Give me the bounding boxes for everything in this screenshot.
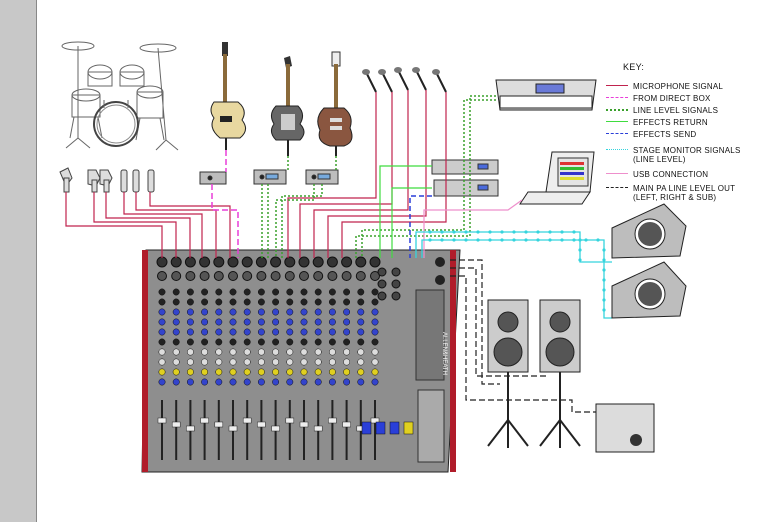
key-swatch — [606, 149, 628, 150]
direct-box-cables — [211, 150, 239, 258]
keyboard-icon — [495, 79, 597, 111]
main-pa-cables — [450, 259, 600, 413]
key-label: FROM DIRECT BOX — [633, 94, 711, 103]
direct-box-icon — [199, 169, 339, 185]
key-swatch — [606, 187, 628, 188]
stage-monitor-icon — [611, 203, 687, 319]
mixing-console: ALLEN&HEATH — [141, 249, 461, 473]
key-label: EFFECTS RETURN — [633, 118, 708, 127]
microphone-signal-cables — [65, 90, 447, 258]
key-label: STAGE MONITOR SIGNALS (LINE LEVEL) — [633, 146, 741, 164]
key-label: USB CONNECTION — [633, 170, 709, 179]
key-swatch — [606, 121, 628, 122]
key-label: EFFECTS SEND — [633, 130, 697, 139]
mixer-brand-label: ALLEN&HEATH — [441, 332, 447, 375]
key-swatch — [606, 173, 628, 174]
key-swatch — [606, 97, 628, 98]
stage-monitor-cables — [415, 231, 612, 319]
rack-effects-icon — [431, 159, 499, 197]
key-swatch — [606, 109, 628, 111]
key-swatch — [606, 85, 628, 86]
effects-send-cables — [409, 195, 432, 258]
key-label: MAIN PA LINE LEVEL OUT (LEFT, RIGHT & SU… — [633, 184, 736, 202]
effects-return-cables — [379, 165, 432, 258]
usb-connection-cable — [423, 199, 523, 258]
laptop-icon — [519, 151, 595, 205]
electric-guitar-icon — [270, 56, 305, 156]
line-level-cables — [261, 95, 496, 258]
drum-mic-icon — [59, 167, 155, 193]
key-label: MICROPHONE SIGNAL — [633, 82, 724, 91]
key-title: KEY: — [623, 62, 645, 72]
left-margin-bar — [0, 0, 37, 522]
les-paul-guitar-icon — [317, 51, 353, 156]
bass-guitar-icon — [210, 42, 246, 150]
key-label: LINE LEVEL SIGNALS — [633, 106, 719, 115]
drum-kit-icon — [61, 41, 179, 151]
microphone-head-icon — [362, 67, 440, 75]
stage-monitor-beads — [428, 230, 606, 312]
subwoofer-icon — [595, 403, 655, 453]
key-swatch — [606, 133, 628, 134]
pa-speaker-icon — [487, 299, 581, 448]
microphone-icon — [365, 69, 447, 93]
